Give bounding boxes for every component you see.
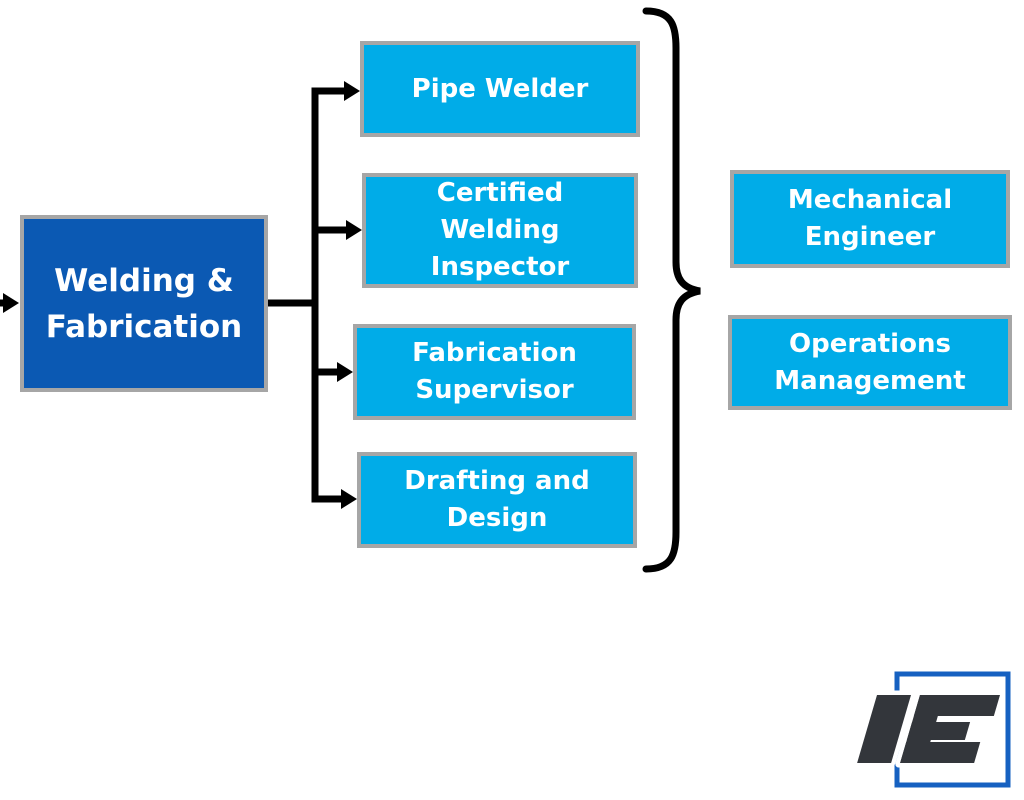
career-box-drafting-design: Drafting and Design <box>357 452 637 548</box>
advanced-box-mechanical-engineer: Mechanical Engineer <box>730 170 1010 268</box>
entry-arrowhead-icon <box>3 293 19 313</box>
career-box-label: Drafting and Design <box>404 466 590 533</box>
arrowhead-pipe-welder-icon <box>344 81 360 101</box>
logo-letter-halo <box>852 690 1005 768</box>
career-box-certified-welding-inspector: Certified Welding Inspector <box>362 173 638 288</box>
root-box-label: Welding & Fabrication <box>45 262 243 345</box>
root-box-welding-fabrication: Welding & Fabrication <box>20 215 268 392</box>
career-box-pipe-welder: Pipe Welder <box>360 41 640 137</box>
career-box-fabrication-supervisor: Fabrication Supervisor <box>353 324 636 420</box>
advanced-box-label: Mechanical Engineer <box>787 185 953 252</box>
career-box-label: Fabrication Supervisor <box>412 338 577 405</box>
arrowhead-fabrication-supervisor-icon <box>337 362 353 382</box>
career-box-label: Pipe Welder <box>411 73 589 104</box>
logo-letters <box>857 695 1001 763</box>
advanced-box-operations-management: Operations Management <box>728 315 1012 410</box>
career-box-label: Certified Welding Inspector <box>430 178 570 282</box>
ie-logo-icon <box>852 671 1011 788</box>
advanced-box-label: Operations Management <box>774 328 966 396</box>
logo-square-frame <box>894 671 1011 788</box>
arrowhead-welding-inspector-icon <box>346 220 362 240</box>
arrowhead-drafting-design-icon <box>341 489 357 509</box>
curly-brace-icon <box>642 7 701 573</box>
branch-lines <box>264 87 347 503</box>
